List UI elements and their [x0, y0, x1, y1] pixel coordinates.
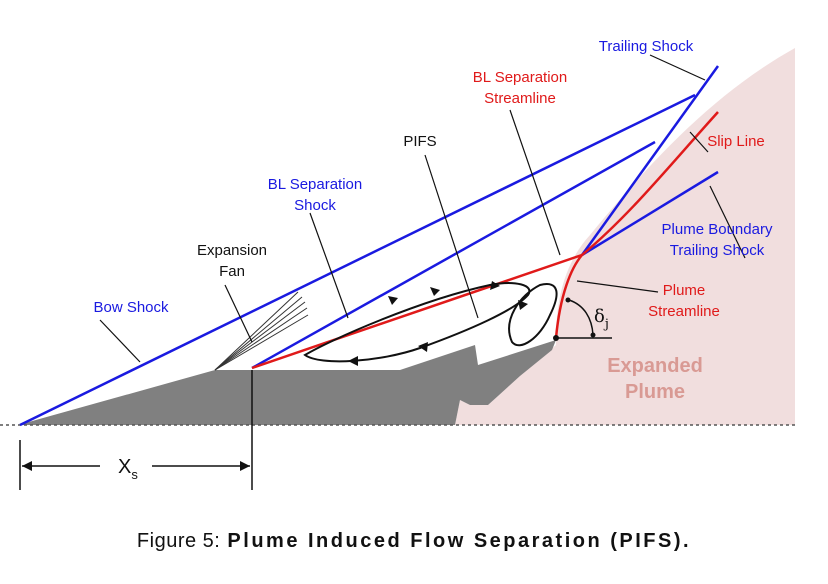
- label-bl-sep-shock-2: Shock: [294, 197, 336, 214]
- label-bl-sep-streamline-2: Streamline: [484, 90, 556, 107]
- delta-angle-arc: [568, 299, 594, 336]
- recirculation-loop-small: [508, 283, 558, 347]
- caption-title: Plume Induced Flow Separation (PIFS).: [227, 530, 692, 552]
- label-expanded-plume-1: Expanded: [607, 355, 703, 377]
- label-delta-j: δj: [594, 306, 609, 332]
- label-expanded-plume-2: Plume: [625, 381, 685, 403]
- label-expansion-1: Expansion: [197, 242, 267, 259]
- expanded-plume-region: [455, 48, 795, 425]
- leader-lines: [99, 54, 746, 363]
- flow-arrows: [348, 281, 528, 366]
- label-plume-boundary-1: Plume Boundary: [662, 221, 773, 238]
- label-slip-line: Slip Line: [707, 133, 765, 150]
- label-bl-sep-streamline-1: BL Separation: [473, 69, 568, 86]
- bl-separation-shock-line: [251, 140, 656, 370]
- nozzle-point: [553, 335, 559, 341]
- slip-line: [581, 111, 719, 256]
- caption-prefix: Figure 5:: [136, 530, 221, 552]
- label-plume-streamline-1: Plume: [663, 282, 706, 299]
- figure-caption: Figure 5: Plume Induced Flow Separation …: [0, 530, 828, 553]
- label-xs: Xs: [118, 456, 138, 482]
- vehicle-body: [18, 340, 556, 425]
- label-plume-boundary-2: Trailing Shock: [670, 242, 765, 259]
- label-pifs: PIFS: [403, 133, 436, 150]
- bl-separation-streamline: [251, 252, 586, 370]
- recirculation-loop-large: [303, 282, 531, 363]
- trailing-shock-line: [580, 65, 720, 256]
- xs-dimension: [19, 370, 253, 490]
- label-plume-streamline-2: Streamline: [648, 303, 720, 320]
- label-bl-sep-shock-1: BL Separation: [268, 176, 363, 193]
- label-expansion-2: Fan: [219, 263, 245, 280]
- bow-shock-line: [19, 93, 696, 427]
- label-bow-shock: Bow Shock: [93, 299, 169, 316]
- plume-boundary-shock-line: [581, 170, 719, 257]
- expansion-fan: [214, 291, 309, 371]
- label-trailing-shock: Trailing Shock: [599, 38, 694, 55]
